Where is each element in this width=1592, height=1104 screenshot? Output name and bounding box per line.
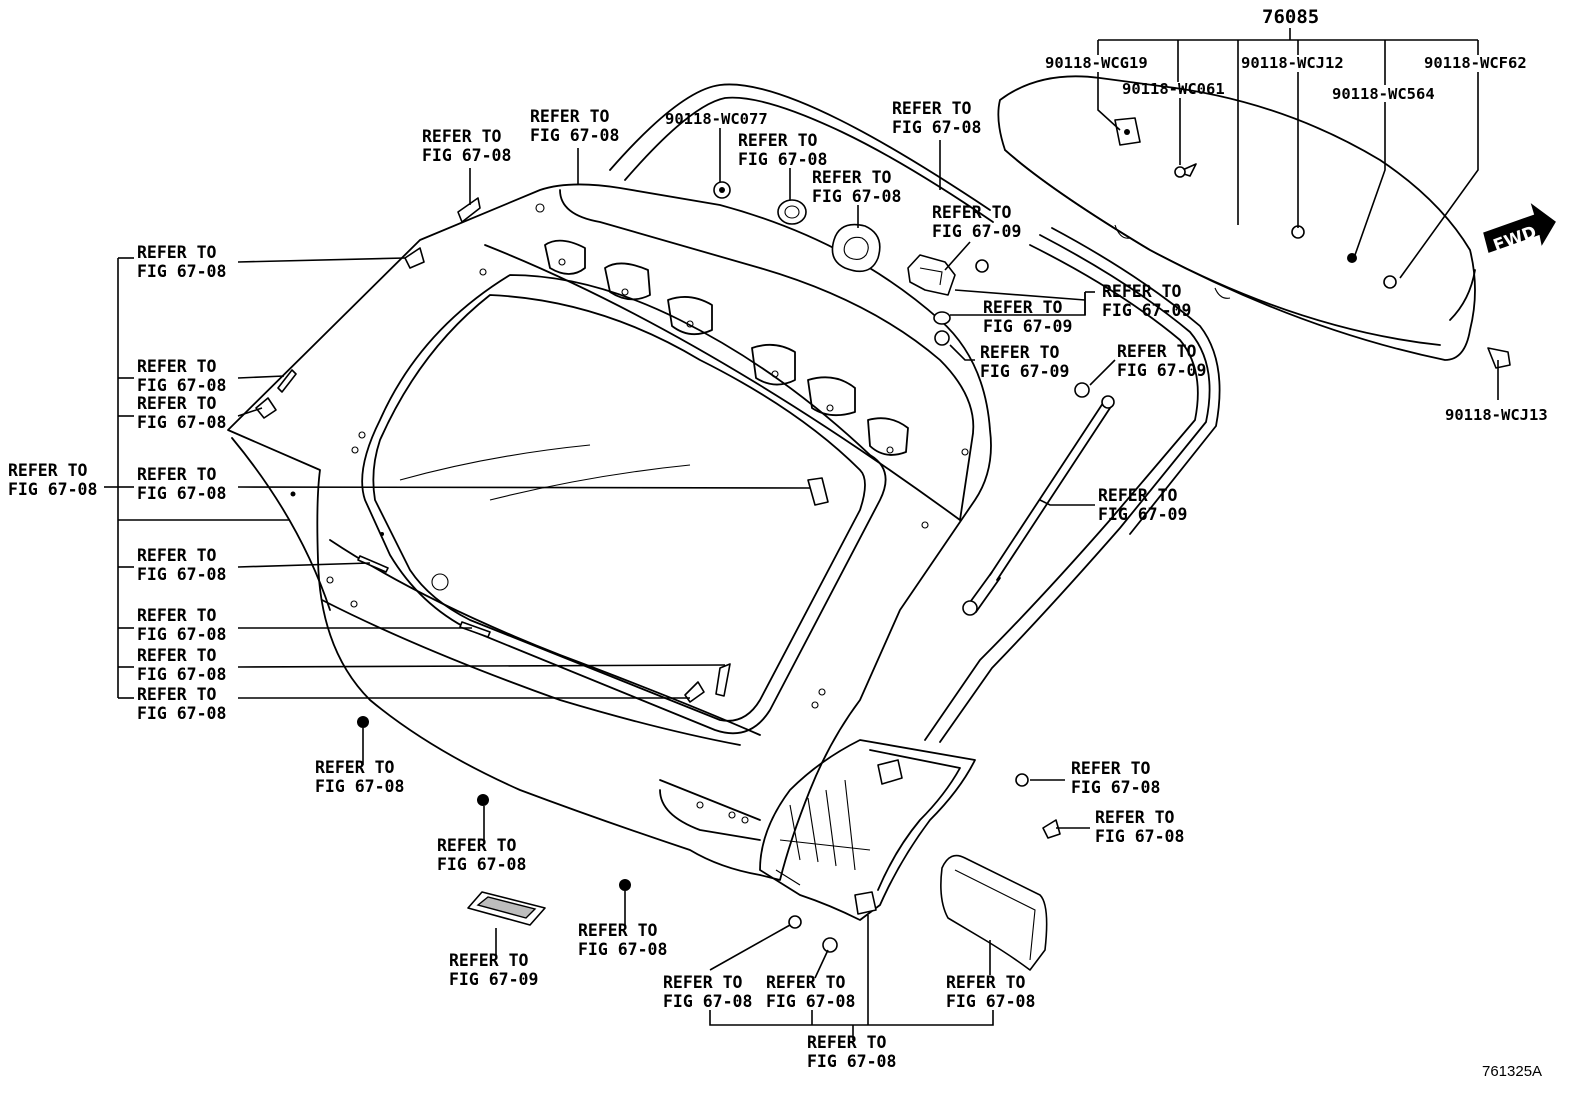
refer-label: FIG 67-09 [983, 317, 1072, 336]
refer-label: FIG 67-09 [1117, 361, 1206, 380]
refer-label: REFER TO [437, 836, 517, 855]
refer-label: REFER TO [137, 685, 217, 704]
refer-label: REFER TO [1098, 486, 1178, 505]
refer-label: REFER TO [892, 99, 972, 118]
refer-label: REFER TO [1117, 342, 1197, 361]
refer-label: FIG 67-08 [315, 777, 404, 796]
refer-label: FIG 67-08 [137, 704, 226, 723]
part-number-labels: 76085 90118-WCG19 90118-WC061 90118-WCJ1… [1045, 6, 1548, 424]
spoiler-fasteners [1114, 117, 1511, 369]
part-number-wc061: 90118-WC061 [1122, 80, 1225, 98]
refer-label: FIG 67-08 [946, 992, 1035, 1011]
refer-label: FIG 67-09 [1098, 505, 1187, 524]
grommet-wc077 [713, 181, 731, 199]
refer-label: FIG 67-08 [137, 565, 226, 584]
part-number-wcj12: 90118-WCJ12 [1241, 54, 1344, 72]
refer-label: REFER TO [422, 127, 502, 146]
refer-label: REFER TO [137, 546, 217, 565]
rear-spoiler [997, 75, 1476, 361]
refer-label: REFER TO [578, 921, 658, 940]
refer-label: FIG 67-08 [530, 126, 619, 145]
refer-label: FIG 67-08 [892, 118, 981, 137]
diagram-code: 761325A [1482, 1063, 1542, 1080]
part-number-wcf62: 90118-WCF62 [1424, 54, 1527, 72]
refer-label: FIG 67-08 [1071, 778, 1160, 797]
refer-label: FIG 67-08 [137, 262, 226, 281]
refer-label: FIG 67-09 [1102, 301, 1191, 320]
refer-label: FIG 67-08 [437, 855, 526, 874]
refer-labels: REFER TO FIG 67-08 REFER TO FIG 67-08 RE… [8, 99, 1206, 1071]
refer-label: REFER TO [983, 298, 1063, 317]
grommet-oval [831, 223, 881, 273]
refer-label: FIG 67-08 [578, 940, 667, 959]
refer-label: REFER TO [932, 203, 1012, 222]
license-lamp [467, 891, 546, 926]
refer-label: FIG 67-08 [137, 665, 226, 684]
refer-label: FIG 67-08 [137, 376, 226, 395]
refer-label: FIG 67-08 [137, 484, 226, 503]
refer-label: REFER TO [663, 973, 743, 992]
part-number-wc077: 90118-WC077 [665, 110, 768, 128]
refer-label: FIG 67-08 [1095, 827, 1184, 846]
refer-label: REFER TO [137, 357, 217, 376]
refer-label: REFER TO [946, 973, 1026, 992]
latch-bracket [907, 254, 989, 296]
fwd-arrow: FWD [1483, 203, 1556, 256]
part-number-wcg19: 90118-WCG19 [1045, 54, 1148, 72]
small-tabs [255, 197, 829, 703]
refer-label: REFER TO [315, 758, 395, 777]
refer-label: REFER TO [137, 606, 217, 625]
refer-label: REFER TO [738, 131, 818, 150]
part-number-wc564: 90118-WC564 [1332, 85, 1435, 103]
gas-strut [962, 395, 1115, 616]
refer-label: FIG 67-08 [807, 1052, 896, 1071]
refer-label: FIG 67-08 [137, 625, 226, 644]
refer-label: REFER TO [1102, 282, 1182, 301]
refer-label: REFER TO [449, 951, 529, 970]
refer-label: REFER TO [137, 465, 217, 484]
refer-label: REFER TO [807, 1033, 887, 1052]
part-number-wcj13: 90118-WCJ13 [1445, 406, 1548, 424]
refer-label: FIG 67-09 [980, 362, 1069, 381]
refer-label: FIG 67-08 [812, 187, 901, 206]
side-cover [940, 854, 1048, 971]
refer-label: REFER TO [137, 646, 217, 665]
refer-label: FIG 67-09 [449, 970, 538, 989]
refer-label: FIG 67-08 [766, 992, 855, 1011]
refer-label: REFER TO [137, 243, 217, 262]
refer-label: REFER TO [8, 461, 88, 480]
refer-label: REFER TO [530, 107, 610, 126]
refer-label: FIG 67-08 [422, 146, 511, 165]
refer-label: REFER TO [766, 973, 846, 992]
refer-label: REFER TO [812, 168, 892, 187]
refer-label: FIG 67-08 [137, 413, 226, 432]
refer-label: REFER TO [980, 343, 1060, 362]
grommet-round [777, 199, 807, 225]
back-door-panel [227, 83, 1221, 881]
refer-label: REFER TO [137, 394, 217, 413]
refer-label: FIG 67-08 [8, 480, 97, 499]
refer-label: FIG 67-08 [663, 992, 752, 1011]
refer-label: REFER TO [1095, 808, 1175, 827]
refer-label: FIG 67-08 [738, 150, 827, 169]
lower-trim-panel [759, 739, 976, 921]
refer-label: REFER TO [1071, 759, 1151, 778]
leader-lines [104, 28, 1499, 1040]
refer-label: FIG 67-09 [932, 222, 1021, 241]
assembly-number: 76085 [1262, 6, 1319, 28]
small-clips [357, 311, 1090, 953]
